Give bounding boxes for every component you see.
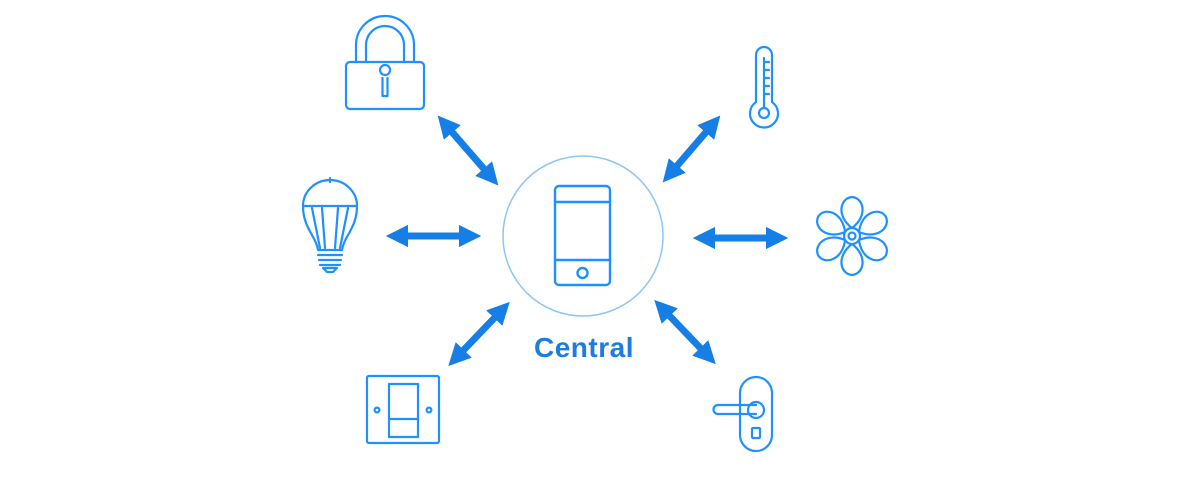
central-hub <box>502 155 664 317</box>
padlock-icon <box>344 14 426 111</box>
thermometer-icon <box>748 45 780 129</box>
light-switch-icon <box>365 374 441 445</box>
arrow-door-handle <box>654 299 716 365</box>
arrow-light-switch <box>448 301 510 367</box>
light-bulb-icon <box>301 176 359 274</box>
fan-icon <box>816 195 888 277</box>
central-label: Central <box>534 332 634 363</box>
connection-arrows <box>385 115 789 367</box>
smartphone-icon <box>553 184 612 287</box>
arrow-thermometer <box>662 115 721 183</box>
door-handle-icon <box>712 375 774 453</box>
arrow-padlock <box>437 115 499 186</box>
central-circle <box>502 155 664 317</box>
